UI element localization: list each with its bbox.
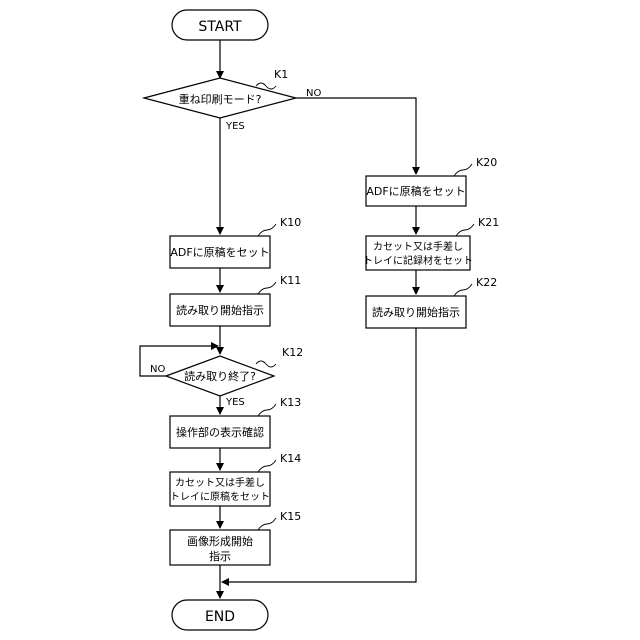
step-tag-k22: K22 <box>476 276 497 289</box>
start-terminal: START <box>172 10 268 40</box>
decision-k1: 重ね印刷モード? K1 NO YES <box>144 68 321 132</box>
step-tag-k11-curve <box>258 282 276 294</box>
process-k22: 読み取り開始指示 K22 <box>366 276 497 328</box>
step-tag-k14-curve <box>258 460 276 472</box>
end-terminal: END <box>172 600 268 630</box>
process-k21-line1: カセット又は手差し <box>373 240 463 253</box>
step-tag-k21-curve <box>456 224 474 236</box>
process-k21: カセット又は手差し トレイに記録材をセット K21 <box>363 216 499 270</box>
process-k14-line1: カセット又は手差し <box>175 476 265 489</box>
step-tag-k21: K21 <box>478 216 499 229</box>
process-k11-line1: 読み取り開始指示 <box>176 303 264 317</box>
step-tag-k13: K13 <box>280 396 301 409</box>
step-tag-k11: K11 <box>280 274 301 287</box>
step-tag-k12: K12 <box>282 346 303 359</box>
process-k20: ADFに原稿をセット K20 <box>366 156 497 206</box>
step-tag-k20: K20 <box>476 156 497 169</box>
process-k14: カセット又は手差し トレイに原稿をセット K14 <box>170 452 301 506</box>
decision-k1-no-label: NO <box>306 88 321 99</box>
process-k14-line2: トレイに原稿をセット <box>170 490 270 503</box>
decision-k12-no-label: NO <box>150 364 165 375</box>
connector-k1-no-k20 <box>296 98 416 174</box>
step-tag-k10: K10 <box>280 216 301 229</box>
decision-k1-yes-label: YES <box>225 121 245 132</box>
process-k15: 画像形成開始 指示 K15 <box>170 510 301 565</box>
step-tag-k14: K14 <box>280 452 301 465</box>
decision-k1-label: 重ね印刷モード? <box>179 92 262 106</box>
step-tag-k20-curve <box>454 164 472 176</box>
start-label: START <box>198 19 242 35</box>
process-k15-line2: 指示 <box>209 549 231 563</box>
step-tag-k1: K1 <box>274 68 288 81</box>
process-k21-line2: トレイに記録材をセット <box>363 254 473 267</box>
decision-k12-yes-label: YES <box>225 397 245 408</box>
process-k15-line1: 画像形成開始 <box>187 534 253 548</box>
process-k22-line1: 読み取り開始指示 <box>372 305 460 319</box>
step-tag-k10-curve <box>258 224 276 236</box>
process-k13-line1: 操作部の表示確認 <box>176 425 264 439</box>
end-label: END <box>205 609 235 625</box>
process-k10: ADFに原稿をセット K10 <box>170 216 301 268</box>
step-tag-k13-curve <box>258 404 276 416</box>
step-tag-k22-curve <box>454 284 472 296</box>
step-tag-k12-curve <box>256 361 276 367</box>
step-tag-k15-curve <box>258 518 276 530</box>
process-k10-line1: ADFに原稿をセット <box>170 245 269 259</box>
process-k20-line1: ADFに原稿をセット <box>366 184 465 198</box>
process-k11: 読み取り開始指示 K11 <box>170 274 301 326</box>
step-tag-k15: K15 <box>280 510 301 523</box>
decision-k12-label: 読み取り終了? <box>184 369 256 383</box>
